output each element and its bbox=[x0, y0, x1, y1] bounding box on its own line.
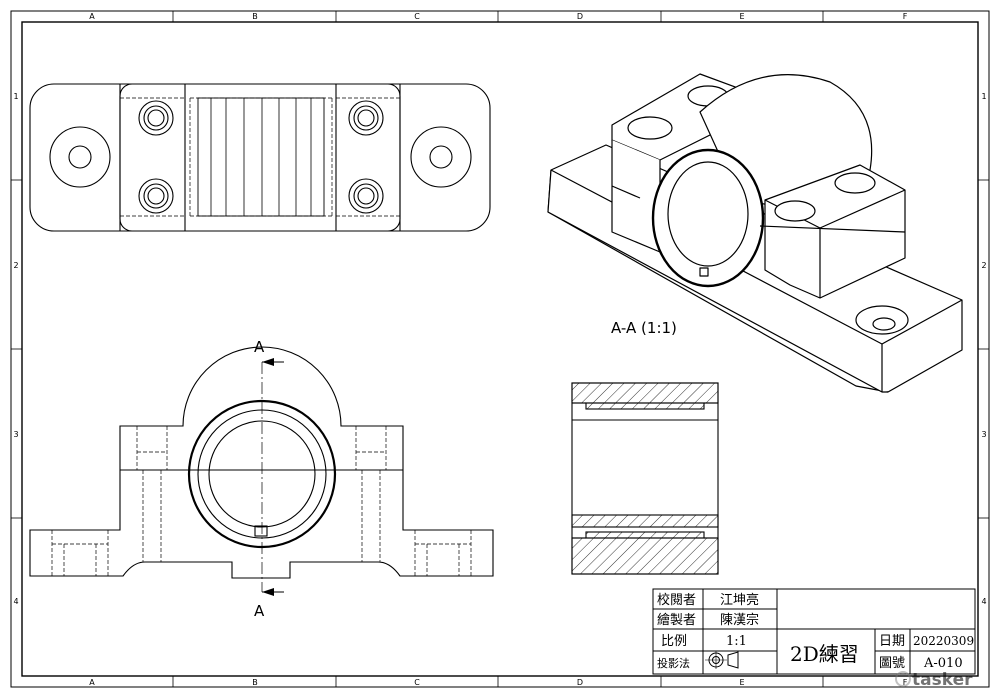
zone-col-top-d: D bbox=[577, 12, 583, 21]
zone-col-bottom-a: A bbox=[89, 678, 95, 687]
zone-labels: A B C D E F A B C D E F 1 2 3 4 1 2 3 4 bbox=[13, 12, 986, 687]
top-view bbox=[29, 83, 491, 232]
front-view bbox=[29, 346, 494, 596]
zone-row-left-3: 3 bbox=[13, 430, 18, 439]
zone-row-left-2: 2 bbox=[13, 261, 18, 270]
sheet-border bbox=[10, 10, 990, 688]
title-block bbox=[652, 588, 976, 675]
cut-label-bottom: A bbox=[254, 602, 265, 620]
date-value: 20220309 bbox=[913, 634, 974, 648]
section-label: A-A (1:1) bbox=[611, 319, 677, 337]
cut-label-top: A bbox=[254, 338, 265, 356]
zone-row-right-1: 1 bbox=[981, 92, 986, 101]
drawn-by-value: 陳漢宗 bbox=[720, 612, 759, 628]
zone-col-bottom-f: F bbox=[903, 678, 908, 687]
zone-row-right-3: 3 bbox=[981, 430, 986, 439]
zone-row-left-1: 1 bbox=[13, 92, 18, 101]
tasker-logo-icon bbox=[895, 671, 911, 687]
zone-col-top-f: F bbox=[903, 12, 908, 21]
zone-row-right-2: 2 bbox=[981, 261, 986, 270]
scale-value: 1:1 bbox=[726, 634, 747, 649]
drawn-by-label: 繪製者 bbox=[657, 612, 696, 628]
checked-by-value: 江坤亮 bbox=[720, 592, 759, 608]
scale-label: 比例 bbox=[661, 634, 687, 649]
zone-col-bottom-d: D bbox=[577, 678, 583, 687]
zone-col-bottom-c: C bbox=[414, 678, 420, 687]
drawing-no-label: 圖號 bbox=[879, 656, 905, 671]
date-label: 日期 bbox=[879, 634, 905, 649]
checked-by-label: 校閱者 bbox=[657, 592, 696, 608]
section-view-aa bbox=[571, 382, 719, 575]
zone-col-bottom-e: E bbox=[739, 678, 744, 687]
zone-row-left-4: 4 bbox=[13, 597, 18, 606]
zone-col-top-b: B bbox=[252, 12, 258, 21]
isometric-view bbox=[547, 73, 963, 393]
projection-label: 投影法 bbox=[657, 656, 690, 670]
zone-col-bottom-b: B bbox=[252, 678, 258, 687]
first-angle-projection-icon bbox=[705, 651, 739, 669]
drawing-no-value: A-010 bbox=[923, 656, 963, 671]
drawing-title: 2D練習 bbox=[790, 642, 859, 666]
zone-row-right-4: 4 bbox=[981, 597, 986, 606]
zone-col-top-c: C bbox=[414, 12, 420, 21]
zone-col-top-a: A bbox=[89, 12, 95, 21]
watermark-text: tasker bbox=[912, 670, 973, 690]
zone-col-top-e: E bbox=[739, 12, 744, 21]
